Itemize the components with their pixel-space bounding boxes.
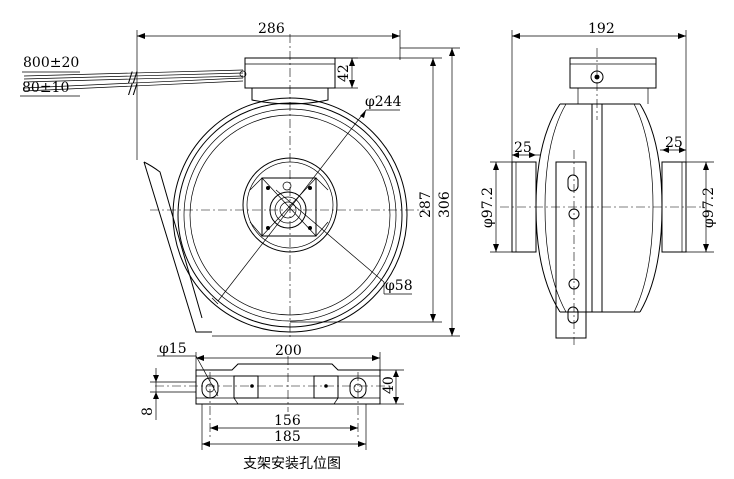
dim-bracket-length: 200 xyxy=(275,343,302,359)
dim-diameter-244: φ244 xyxy=(365,94,402,110)
dim-spigot-left: 25 xyxy=(514,140,532,156)
dim-hole-diameter: φ15 xyxy=(159,341,187,357)
bracket-caption: 支架安装孔位图 xyxy=(243,456,341,472)
svg-text://: // xyxy=(128,70,138,86)
dim-diameter-58: φ58 xyxy=(385,278,413,294)
dim-spigot-right: 25 xyxy=(665,135,683,151)
svg-text://: // xyxy=(128,82,138,98)
bracket-dimensions: 200 φ15 40 8 156 185 支架安装孔位图 xyxy=(140,341,404,472)
dim-cable-short: 80±10 xyxy=(22,80,69,96)
dim-diameter-right: φ97.2 xyxy=(701,187,717,228)
dim-slot-offset: 8 xyxy=(140,407,156,416)
side-dimensions: 192 25 25 φ97.2 φ97.2 xyxy=(480,21,717,253)
dim-side-width: 192 xyxy=(588,21,615,37)
dim-cable-long: 800±20 xyxy=(23,55,79,71)
front-dimensions: 286 42 287 306 φ244 φ58 800±20 80±10 xyxy=(20,21,460,337)
dim-diameter-left: φ97.2 xyxy=(480,187,496,228)
dim-width-286: 286 xyxy=(258,21,285,37)
dim-height-287: 287 xyxy=(418,191,434,218)
dim-hole-pitch: 156 xyxy=(274,413,301,429)
side-view xyxy=(500,48,704,345)
dim-box-height: 42 xyxy=(336,64,352,82)
dim-hole-span: 185 xyxy=(274,429,301,445)
dim-bracket-height: 40 xyxy=(381,376,397,394)
dim-height-306: 306 xyxy=(437,191,453,218)
front-view: // // xyxy=(23,34,425,338)
bracket-view xyxy=(155,356,392,440)
